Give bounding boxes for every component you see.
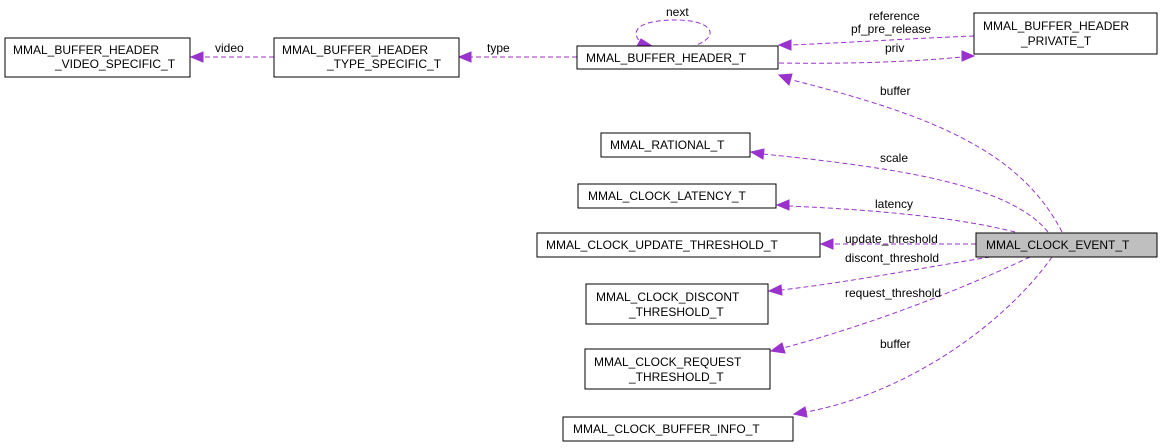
edge-label-next: next [666,5,689,19]
edge-label-request-threshold: request_threshold [845,286,941,300]
node-discont[interactable]: MMAL_CLOCK_DISCONT _THRESHOLD_T [585,283,769,325]
node-label-line: _VIDEO_SPECIFIC_T [54,57,176,71]
edge-label-reference: reference [869,9,920,23]
node-buffer-info[interactable]: MMAL_CLOCK_BUFFER_INFO_T [562,416,794,442]
node-label-line: MMAL_CLOCK_UPDATE_THRESHOLD_T [546,238,779,252]
edge-label-update-threshold: update_threshold [845,232,938,246]
node-label-line: MMAL_BUFFER_HEADER_T [586,51,747,65]
node-label-line: MMAL_CLOCK_EVENT_T [986,238,1130,252]
node-event[interactable]: MMAL_CLOCK_EVENT_T [975,232,1158,258]
edge-label-scale: scale [880,151,908,165]
node-private[interactable]: MMAL_BUFFER_HEADER _PRIVATE_T [973,12,1158,55]
node-label-line: _THRESHOLD_T [628,305,724,319]
edge-latency: latency [775,197,1016,233]
edge-label-video: video [215,41,244,55]
node-label-line: _THRESHOLD_T [628,370,724,384]
edge-type: type [457,41,577,63]
node-label-line: MMAL_BUFFER_HEADER [13,43,159,57]
node-label-line: MMAL_CLOCK_REQUEST [594,355,742,369]
edge-buffer-bottom: buffer [792,256,1053,418]
node-label-line: _PRIVATE_T [1020,34,1092,48]
edge-video: video [189,41,274,63]
edge-scale: scale [749,148,1049,233]
node-video-specific[interactable]: MMAL_BUFFER_HEADER _VIDEO_SPECIFIC_T [4,37,191,78]
node-buffer-header[interactable]: MMAL_BUFFER_HEADER_T [576,45,779,70]
node-type-specific[interactable]: MMAL_BUFFER_HEADER _TYPE_SPECIFIC_T [273,37,460,78]
node-label-line: MMAL_RATIONAL_T [610,138,725,152]
edge-label-buffer-top: buffer [880,84,910,98]
node-label-line: MMAL_CLOCK_BUFFER_INFO_T [573,422,760,436]
node-latency[interactable]: MMAL_CLOCK_LATENCY_T [577,183,777,209]
node-label-line: _TYPE_SPECIFIC_T [326,57,442,71]
edge-label-latency: latency [875,197,913,211]
node-label-line: MMAL_BUFFER_HEADER [983,19,1129,33]
edge-label-discont-threshold: discont_threshold [845,251,939,265]
edges: video type next reference pf_pre_release… [189,5,1063,418]
edge-request-threshold: request_threshold [769,256,1031,354]
edge-label-pf-pre-release: pf_pre_release [851,22,931,36]
node-rational[interactable]: MMAL_RATIONAL_T [600,132,751,158]
node-request[interactable]: MMAL_CLOCK_REQUEST _THRESHOLD_T [584,348,771,390]
edge-discont-threshold: discont_threshold [767,251,991,296]
edge-update-threshold: update_threshold [819,232,976,250]
node-label-line: MMAL_CLOCK_LATENCY_T [588,189,746,203]
nodes: MMAL_BUFFER_HEADER _VIDEO_SPECIFIC_T MMA… [4,12,1158,442]
edge-next: next [635,5,711,49]
edge-label-buffer-bottom: buffer [880,337,910,351]
node-update-threshold[interactable]: MMAL_CLOCK_UPDATE_THRESHOLD_T [536,232,821,258]
edge-label-priv: priv [885,41,904,55]
edge-priv: priv [778,41,976,64]
edge-reference: reference pf_pre_release [777,9,975,51]
edge-buffer-top: buffer [777,73,1063,233]
edge-label-type: type [487,41,510,55]
node-label-line: MMAL_BUFFER_HEADER [282,43,428,57]
node-label-line: MMAL_CLOCK_DISCONT [596,290,740,304]
